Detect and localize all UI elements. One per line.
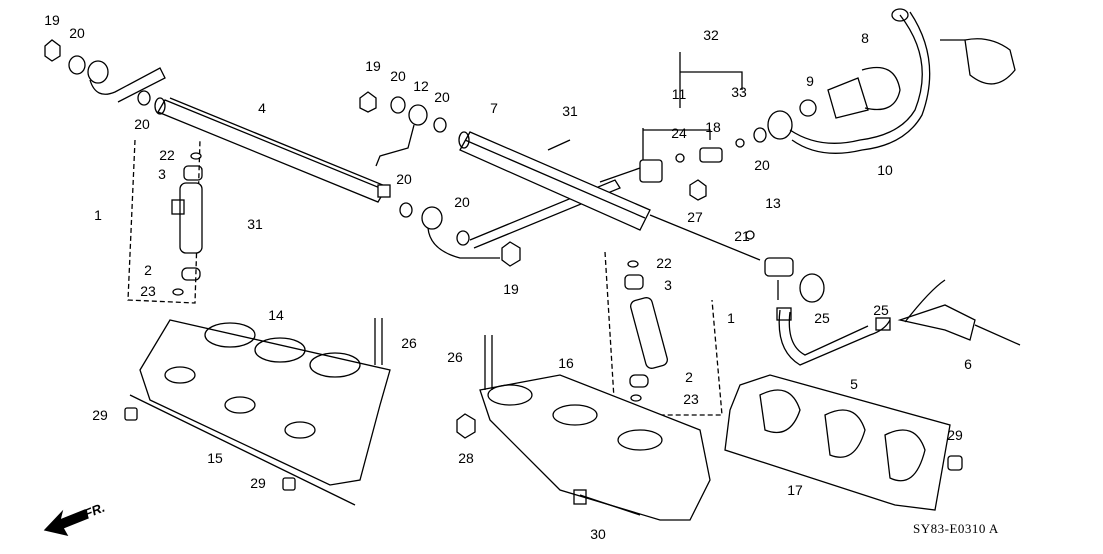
callout-9: 9 — [806, 73, 814, 89]
injector-right — [604, 251, 723, 416]
injector-left — [127, 139, 203, 304]
callout-1: 1 — [727, 310, 735, 326]
callout-26: 26 — [401, 335, 417, 351]
callout-25: 25 — [873, 302, 889, 318]
callout-2: 2 — [685, 369, 693, 385]
fuel-line-middle — [359, 91, 621, 267]
callout-14: 14 — [268, 307, 284, 323]
pulsation-damper — [599, 52, 767, 201]
callout-21: 21 — [734, 228, 750, 244]
callout-19: 19 — [365, 58, 381, 74]
callout-32: 32 — [703, 27, 719, 43]
intake-manifold-right — [456, 335, 711, 521]
callout-30: 30 — [590, 526, 606, 542]
diagram-code: SY83-E0310 A — [913, 521, 999, 536]
callout-20: 20 — [434, 89, 450, 105]
callout-29: 29 — [947, 427, 963, 443]
callout-20: 20 — [754, 157, 770, 173]
callout-3: 3 — [158, 166, 166, 182]
callout-20: 20 — [396, 171, 412, 187]
callout-20: 20 — [134, 116, 150, 132]
fuel-line-top-left — [44, 39, 166, 106]
callout-15: 15 — [207, 450, 223, 466]
callout-28: 28 — [458, 450, 474, 466]
fuel-rail-left — [154, 97, 391, 203]
callout-4: 4 — [258, 100, 266, 116]
callout-12: 12 — [413, 78, 429, 94]
callout-18: 18 — [705, 119, 721, 135]
callout-20: 20 — [390, 68, 406, 84]
callout-16: 16 — [558, 355, 574, 371]
callout-1: 1 — [94, 207, 102, 223]
fuel-rail-right — [458, 131, 651, 231]
callout-3: 3 — [664, 277, 672, 293]
callout-27: 27 — [687, 209, 703, 225]
callout-2: 2 — [144, 262, 152, 278]
callout-23: 23 — [140, 283, 156, 299]
callout-23: 23 — [683, 391, 699, 407]
callout-7: 7 — [490, 100, 498, 116]
callout-22: 22 — [159, 147, 175, 163]
callout-24: 24 — [671, 125, 687, 141]
intake-gasket — [724, 374, 963, 511]
pressure-regulator — [649, 214, 1021, 366]
callout-22: 22 — [656, 255, 672, 271]
callout-25: 25 — [814, 310, 830, 326]
callout-33: 33 — [731, 84, 747, 100]
callout-29: 29 — [92, 407, 108, 423]
front-arrow-icon — [43, 509, 89, 536]
callout-20: 20 — [454, 194, 470, 210]
callout-20: 20 — [69, 25, 85, 41]
callout-13: 13 — [765, 195, 781, 211]
callout-31: 31 — [247, 216, 263, 232]
intake-manifold-left — [124, 318, 391, 506]
callout-10: 10 — [877, 162, 893, 178]
callout-31: 31 — [562, 103, 578, 119]
callout-19: 19 — [503, 281, 519, 297]
callout-8: 8 — [861, 30, 869, 46]
callout-26: 26 — [447, 349, 463, 365]
callout-17: 17 — [787, 482, 803, 498]
vacuum-hose-assembly — [767, 8, 1016, 154]
callout-19: 19 — [44, 12, 60, 28]
callout-5: 5 — [850, 376, 858, 392]
callout-11: 11 — [671, 86, 687, 102]
callout-29: 29 — [250, 475, 266, 491]
callout-6: 6 — [964, 356, 972, 372]
